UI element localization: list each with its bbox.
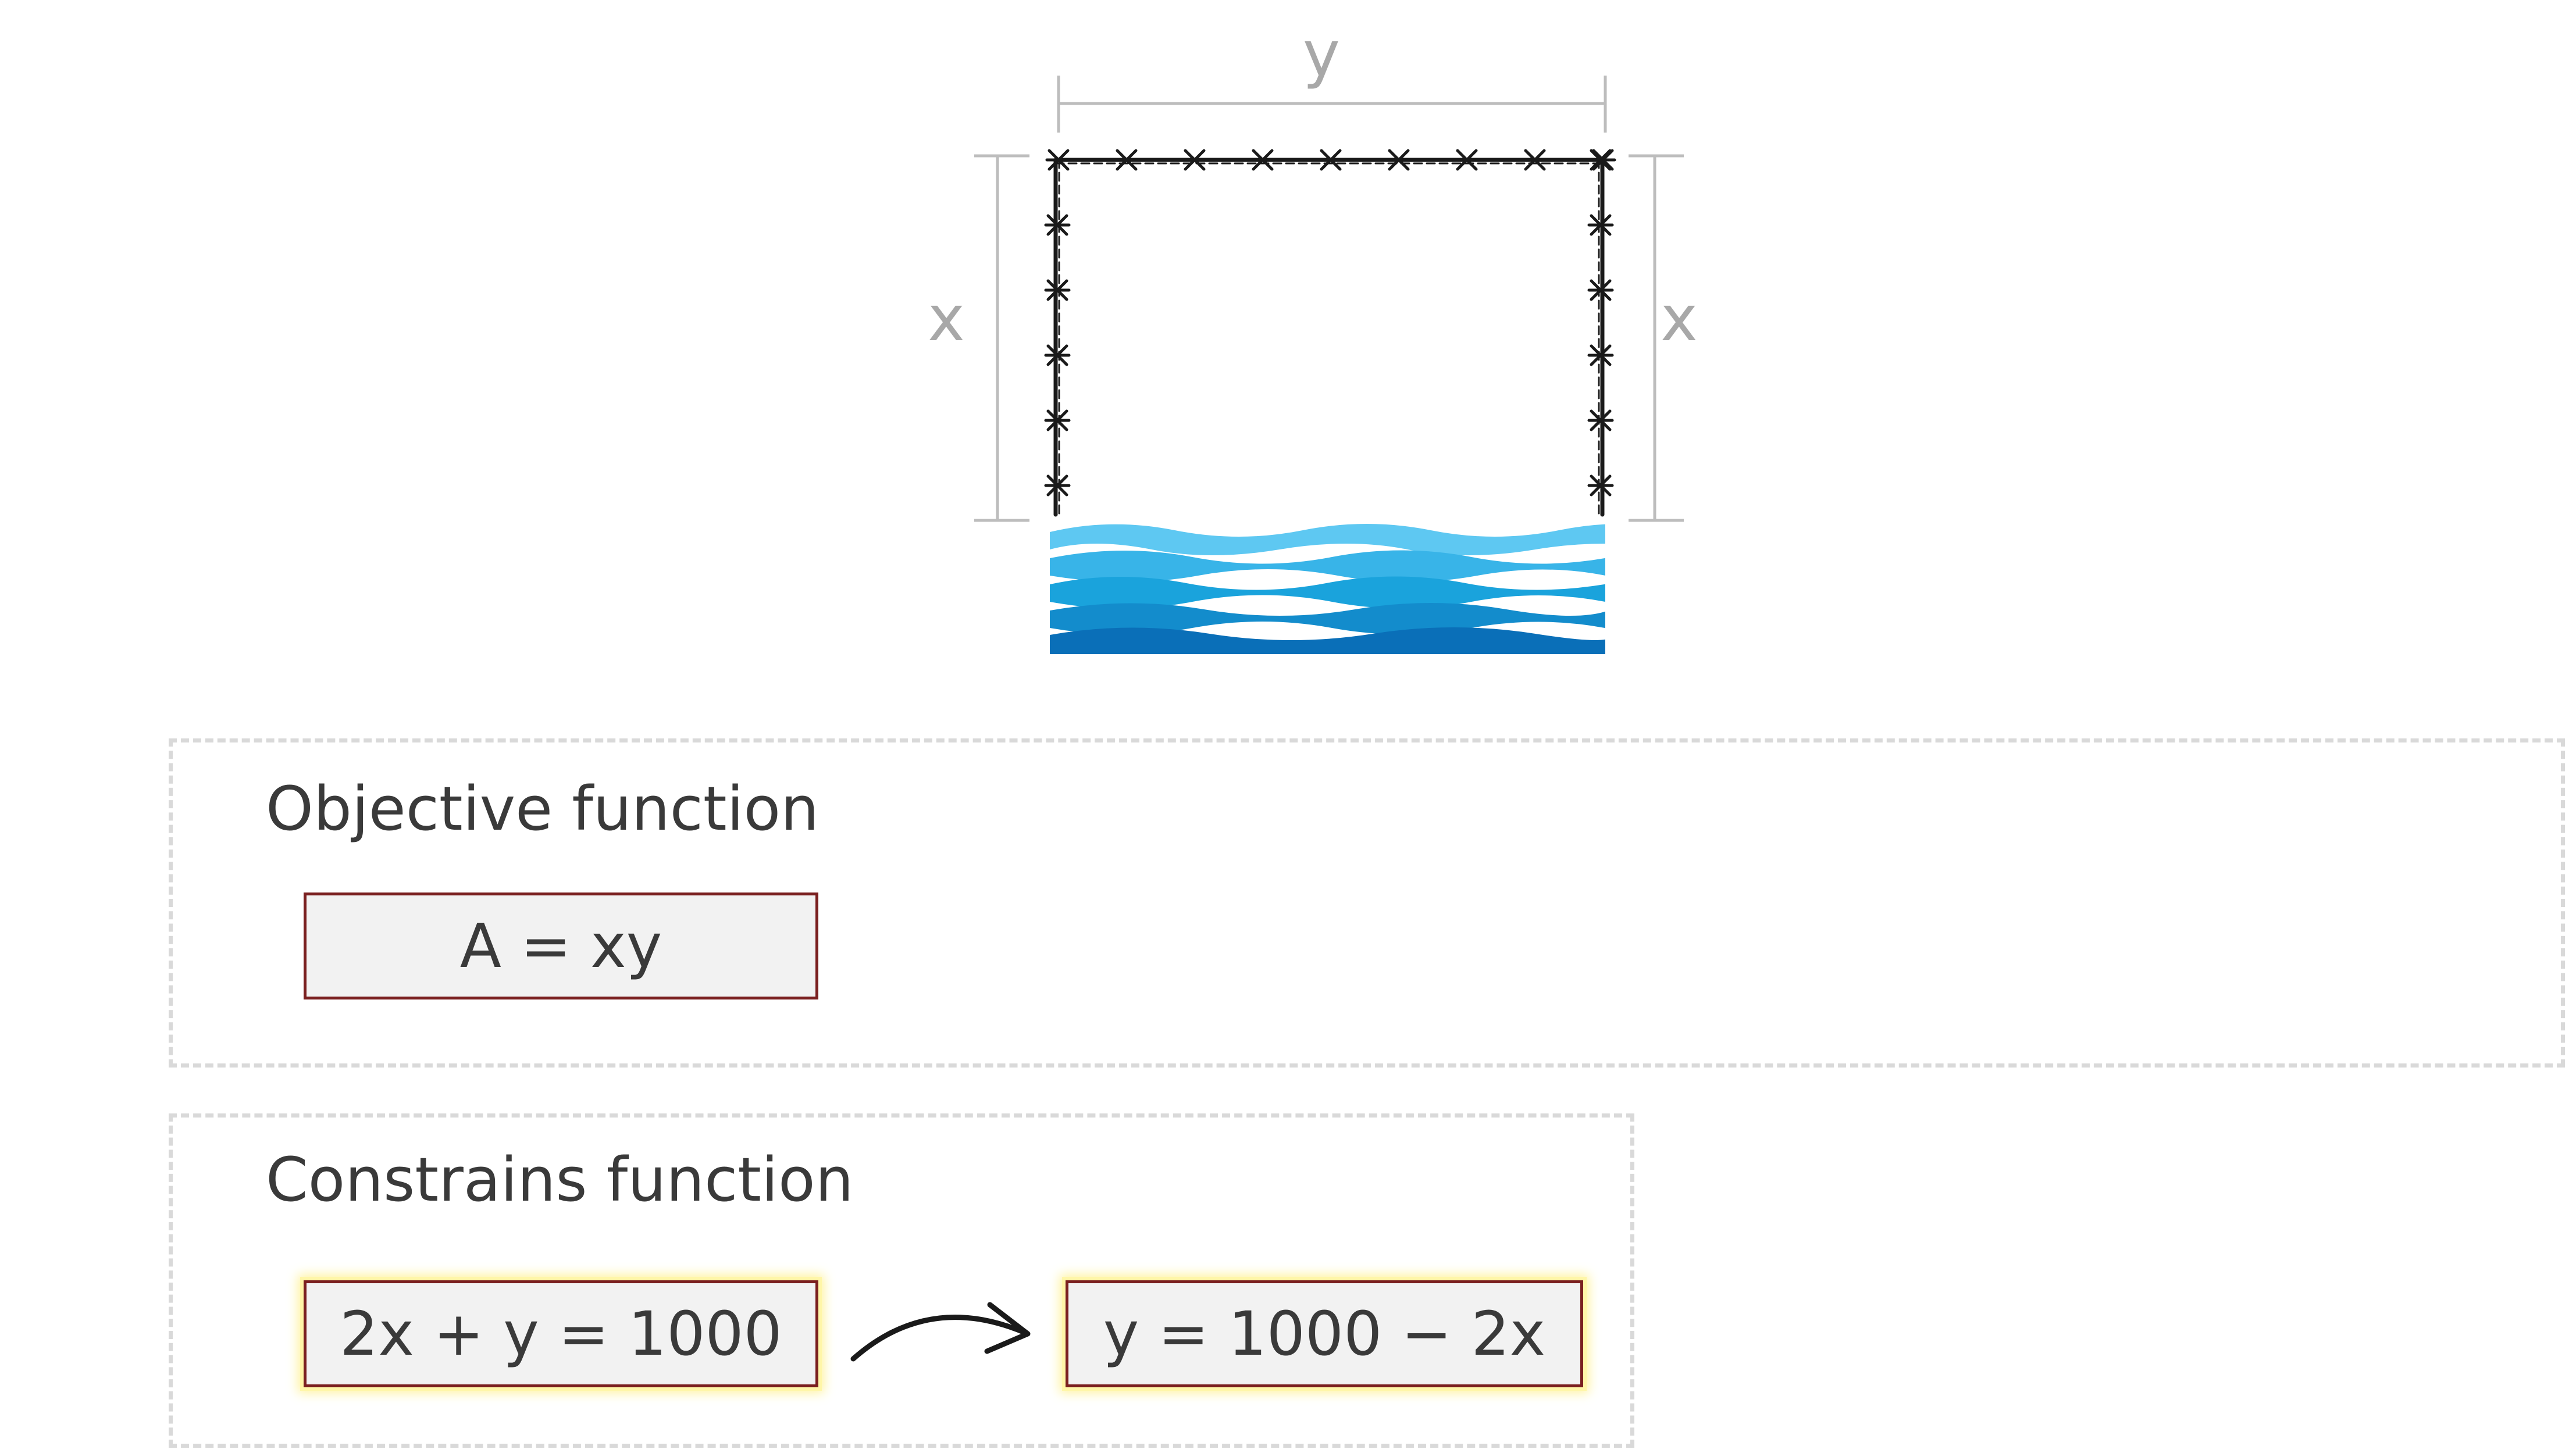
barb-icon [1587, 214, 1614, 236]
solved-constraint-equation: y = 1000 − 2x [1066, 1280, 1583, 1387]
barb-icon [1113, 149, 1140, 171]
objective-function-panel: Objective function A = xy [169, 738, 2565, 1068]
dimension-line-right [1629, 154, 1684, 522]
barb-icon [1181, 149, 1208, 171]
barb-icon [1044, 474, 1071, 497]
constraints-function-panel: Constrains function 2x + y = 1000 y = 10… [169, 1113, 1634, 1448]
barb-icon [1587, 409, 1614, 431]
dimension-label-x-left: x [928, 283, 965, 355]
barb-icon [1249, 149, 1276, 171]
water-waves-icon [1050, 523, 1605, 654]
barb-icon [1587, 474, 1614, 497]
objective-function-title: Objective function [266, 773, 820, 844]
barb-icon [1385, 149, 1412, 171]
barb-icon [1044, 344, 1071, 366]
fence-diagram [974, 76, 1684, 654]
barb-icon [1044, 214, 1071, 236]
barb-icon [1587, 149, 1614, 171]
objective-equation: A = xy [304, 892, 818, 999]
barb-icon [1045, 149, 1072, 171]
dimension-line-left [974, 154, 1029, 522]
barb-icon [1044, 409, 1071, 431]
barb-icon [1522, 149, 1548, 171]
barbed-wire-fence-icon [1044, 149, 1616, 517]
dimension-label-x-right: x [1661, 283, 1698, 355]
barb-icon [1587, 344, 1614, 366]
barb-icon [1317, 149, 1344, 171]
dimension-line-top [1057, 76, 1607, 133]
constraints-function-title: Constrains function [266, 1144, 854, 1215]
barb-icon [1587, 279, 1614, 301]
curved-arrow-icon [850, 1302, 1031, 1362]
dimension-label-y: y [1303, 18, 1340, 91]
barb-icon [1044, 279, 1071, 301]
constraint-equation: 2x + y = 1000 [304, 1280, 818, 1387]
barb-icon [1453, 149, 1480, 171]
